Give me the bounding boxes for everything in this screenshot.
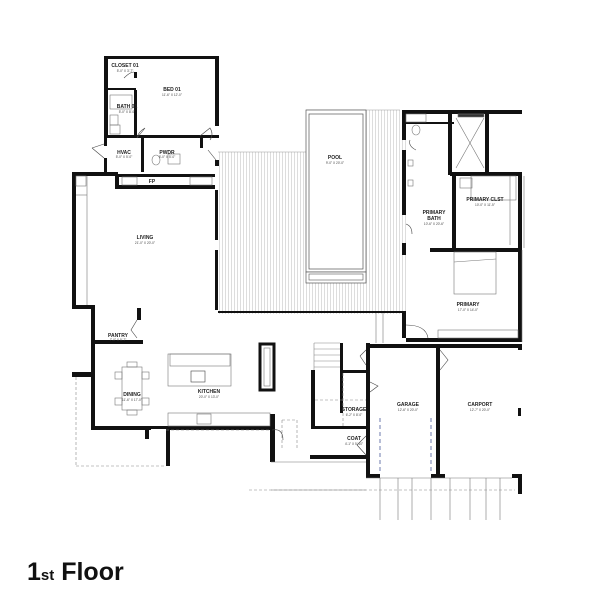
dims-living: 21'-0" X 20'-0" <box>135 241 155 245</box>
label-closet-01: CLOSET 01 <box>111 63 138 69</box>
dims-primary-clst: 10'-0" X 11'-5" <box>475 203 495 207</box>
label-pantry: PANTRY <box>108 333 129 339</box>
label-primary-clst: PRIMARY CLST <box>466 197 503 203</box>
dims-primary: 17'-0" X 14'-0" <box>458 308 478 312</box>
label-primary: PRIMARY <box>457 302 481 308</box>
dims-garage: 12'-6" X 20'-0" <box>398 408 418 412</box>
label-garage: GARAGE <box>397 402 420 408</box>
floor-title: 1st Floor <box>27 560 124 588</box>
pool <box>305 109 367 284</box>
label-coat: COAT <box>347 436 361 442</box>
floor-ordinal: st <box>40 567 55 584</box>
dims-dining: 11'-6" X 17'-0" <box>122 398 142 402</box>
label-dining: DINING <box>123 392 141 398</box>
walls <box>72 56 522 494</box>
floor-number: 1 <box>27 558 41 586</box>
floor-plan: CLOSET 01 5'-0" X 3'-7" BED 01 11'-6" X … <box>72 56 525 520</box>
label-bed-01: BED 01 <box>163 87 181 93</box>
dims-pwdr: 6'-0" X 5'-0" <box>159 155 176 159</box>
dims-kitchen: 20'-0" X 13'-0" <box>199 395 219 399</box>
dims-closet-01: 5'-0" X 3'-7" <box>117 69 134 73</box>
dims-pool: 9'-0" X 20'-0" <box>326 161 344 165</box>
dims-hvac: 5'-0" X 5'-0" <box>116 155 133 159</box>
dims-pantry: 7'-0" X 5'-7" <box>110 338 127 342</box>
room-labels: CLOSET 01 5'-0" X 3'-7" BED 01 11'-6" X … <box>108 63 504 446</box>
label-fp: FP <box>149 179 156 185</box>
label-storage: STORAGE <box>342 407 367 413</box>
label-primary-bath: PRIMARY <box>423 210 447 216</box>
label-living: LIVING <box>137 235 154 241</box>
label-kitchen: KITCHEN <box>198 389 221 395</box>
dims-primary-bath: 10'-6" X 20'-6" <box>424 222 444 226</box>
dims-carport: 12'-7" X 20'-0" <box>470 408 490 412</box>
dims-bath-01: 5'-0" X 8'-0" <box>119 110 136 114</box>
floor-word: Floor <box>61 558 124 586</box>
label-carport: CARPORT <box>468 402 493 408</box>
label-hvac: HVAC <box>117 150 131 156</box>
dims-coat: 4'-1" X 5'-10" <box>345 442 363 446</box>
garage-door-tracks <box>379 418 432 472</box>
dims-storage: 6'-2" X 8'-0" <box>346 413 363 417</box>
label-bath-01: BATH 01 <box>117 104 138 110</box>
door-swings <box>91 71 449 456</box>
label-pwdr: PWDR <box>159 150 175 156</box>
fixtures <box>75 94 525 520</box>
dims-bed-01: 11'-6" X 12'-0" <box>162 93 182 97</box>
label-pool: POOL <box>328 155 342 161</box>
dashed-lines <box>75 373 515 491</box>
label-primary-bath-2: BATH <box>427 216 441 222</box>
